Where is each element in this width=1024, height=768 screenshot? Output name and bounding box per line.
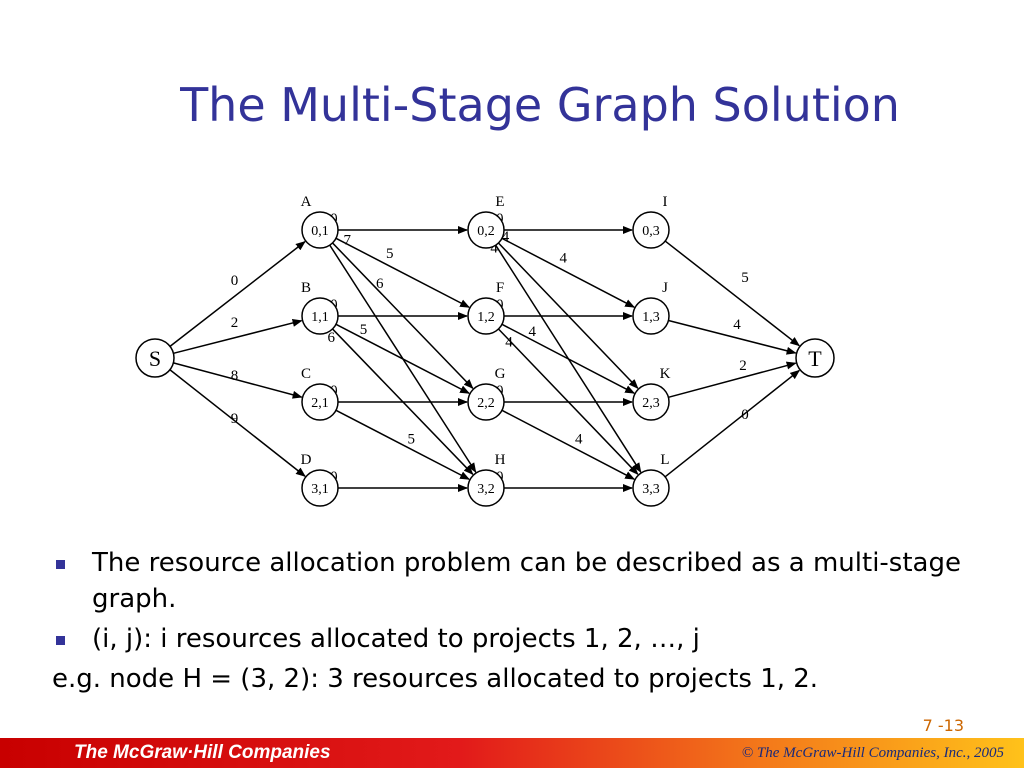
node-F bbox=[467, 297, 505, 335]
node-label-K: 2,3 bbox=[642, 396, 660, 411]
node-label-F: 1,2 bbox=[477, 310, 495, 325]
edge-weight-label: 8 bbox=[231, 368, 239, 384]
edge-weight-label: 5 bbox=[408, 431, 416, 447]
edge-weight-label: 4 bbox=[505, 334, 513, 350]
node-label-T: T bbox=[808, 346, 822, 371]
edge-G-L bbox=[501, 409, 636, 480]
edge-weight-label: 9 bbox=[231, 411, 239, 427]
node-letter-H: H bbox=[495, 452, 506, 468]
bullet-text: (i, j): i resources allocated to project… bbox=[92, 624, 700, 654]
node-letter-D: D bbox=[301, 452, 312, 468]
edge-weight-label: 4 bbox=[560, 251, 568, 267]
multi-stage-graph: 0289056705605004440440405420 S0,11,12,13… bbox=[135, 194, 835, 507]
edge-S-B bbox=[173, 319, 303, 355]
edge-weight-label: 0 bbox=[741, 407, 749, 423]
node-K bbox=[632, 383, 670, 421]
node-label-I: 0,3 bbox=[642, 224, 660, 239]
edge-weight-label: 6 bbox=[327, 330, 335, 346]
node-label-S: S bbox=[149, 346, 161, 371]
node-label-C: 2,1 bbox=[311, 396, 329, 411]
node-letter-K: K bbox=[660, 366, 671, 382]
node-label-G: 2,2 bbox=[477, 396, 495, 411]
node-H bbox=[467, 469, 505, 507]
edge-S-A bbox=[169, 241, 306, 347]
edge-I-T bbox=[664, 240, 801, 347]
edge-weight-label: 0 bbox=[231, 273, 239, 289]
bullet-text: The resource allocation problem can be d… bbox=[92, 548, 961, 614]
node-label-D: 3,1 bbox=[311, 482, 329, 497]
edge-J-T bbox=[668, 319, 797, 355]
node-letter-A: A bbox=[301, 194, 312, 210]
node-letter-E: E bbox=[495, 194, 504, 210]
node-letter-C: C bbox=[301, 366, 311, 382]
bullet-list: The resource allocation problem can be d… bbox=[52, 545, 1002, 697]
node-C bbox=[301, 383, 339, 421]
node-letter-I: I bbox=[663, 194, 668, 210]
node-label-E: 0,2 bbox=[477, 224, 495, 239]
slide-number: 7 -13 bbox=[922, 716, 964, 735]
edge-weight-label: 5 bbox=[741, 270, 749, 286]
edge-K-T bbox=[668, 361, 797, 399]
bullet-item: The resource allocation problem can be d… bbox=[52, 545, 1002, 617]
node-letter-F: F bbox=[496, 280, 504, 296]
node-D bbox=[301, 469, 339, 507]
node-J bbox=[632, 297, 670, 335]
node-A bbox=[301, 211, 339, 249]
edge-E-J bbox=[501, 237, 636, 308]
edge-S-C bbox=[173, 362, 303, 399]
node-letter-J: J bbox=[662, 280, 668, 296]
node-L bbox=[632, 469, 670, 507]
edge-F-K bbox=[501, 323, 636, 394]
bullet-item: (i, j): i resources allocated to project… bbox=[52, 621, 1002, 657]
bullet-marker bbox=[56, 560, 65, 569]
publisher-logo: The McGraw·Hill Companies bbox=[74, 742, 331, 763]
edge-weight-label: 4 bbox=[490, 240, 498, 256]
edge-weight-label: 4 bbox=[502, 229, 510, 245]
edge-A-F bbox=[335, 237, 471, 308]
edge-C-H bbox=[335, 409, 471, 480]
node-letter-G: G bbox=[495, 366, 506, 382]
edge-weight-label: 6 bbox=[376, 276, 384, 292]
node-label-B: 1,1 bbox=[311, 310, 329, 325]
edge-weight-label: 4 bbox=[733, 317, 741, 333]
slide-title: The Multi-Stage Graph Solution bbox=[180, 78, 900, 132]
edge-B-G bbox=[335, 323, 471, 394]
node-G bbox=[467, 383, 505, 421]
edge-weight-label: 5 bbox=[360, 322, 368, 338]
bullet-marker bbox=[56, 636, 65, 645]
node-S bbox=[135, 338, 175, 378]
edge-weight-label: 5 bbox=[386, 246, 394, 262]
node-E bbox=[467, 211, 505, 249]
node-label-J: 1,3 bbox=[642, 310, 660, 325]
edge-weight-label: 4 bbox=[528, 324, 536, 340]
edge-weight-label: 2 bbox=[231, 315, 239, 331]
example-line: e.g. node H = (3, 2): 3 resources alloca… bbox=[52, 664, 819, 694]
node-I bbox=[632, 211, 670, 249]
node-label-H: 3,2 bbox=[477, 482, 495, 497]
edge-weight-label: 4 bbox=[575, 431, 583, 447]
node-B bbox=[301, 297, 339, 335]
edge-weight-label: 7 bbox=[344, 233, 352, 249]
node-T bbox=[795, 338, 835, 378]
node-letter-B: B bbox=[301, 280, 311, 296]
node-label-L: 3,3 bbox=[642, 482, 660, 497]
edge-S-D bbox=[169, 369, 306, 477]
copyright-text: © The McGraw-Hill Companies, Inc., 2005 bbox=[741, 745, 1004, 761]
edge-L-T bbox=[664, 369, 801, 478]
edge-weight-label: 2 bbox=[739, 358, 747, 374]
node-letter-L: L bbox=[660, 452, 669, 468]
node-label-A: 0,1 bbox=[311, 224, 329, 239]
footer-bar: The McGraw·Hill Companies © The McGraw-H… bbox=[0, 738, 1024, 768]
